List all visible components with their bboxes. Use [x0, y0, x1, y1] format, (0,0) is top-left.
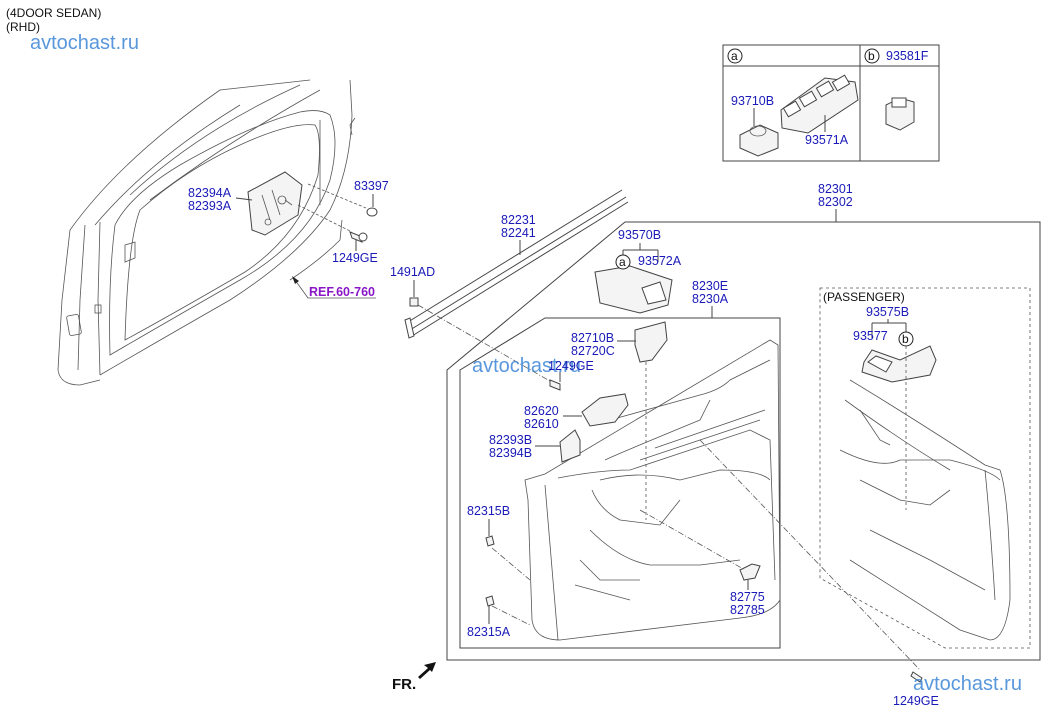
label-82301[interactable]: 82301	[818, 182, 853, 196]
label-93710B[interactable]: 93710B	[731, 94, 774, 108]
label-93577[interactable]: 93577	[853, 329, 888, 343]
label-83397[interactable]: 83397	[354, 179, 389, 193]
label-82720C[interactable]: 82720C	[571, 344, 615, 358]
marker-b-legend	[864, 48, 880, 64]
svg-text:b: b	[868, 49, 875, 63]
grommet-83397	[366, 207, 378, 217]
label-8230E[interactable]: 8230E	[692, 279, 728, 293]
bolt-1249GE-bottom	[910, 671, 923, 683]
legend-box: a b	[722, 44, 940, 162]
passenger-box-title: (PASSENGER)	[823, 290, 905, 304]
label-82315B[interactable]: 82315B	[467, 504, 510, 518]
main-assembly-box	[446, 221, 1041, 661]
weatherstrip-drawing	[404, 189, 629, 339]
label-82610[interactable]: 82610	[524, 417, 559, 431]
svg-text:a: a	[619, 255, 626, 269]
svg-text:b: b	[902, 332, 909, 346]
ref-60-760-link[interactable]: REF.60-760	[309, 285, 375, 299]
watermark-bottom: avtochast.ru	[913, 673, 1022, 695]
label-1491AD[interactable]: 1491AD	[390, 265, 435, 279]
label-93572A[interactable]: 93572A	[638, 254, 682, 268]
label-82302[interactable]: 82302	[818, 195, 853, 209]
watermark-middle: avtochast.ru	[472, 355, 581, 377]
window-switch-drawing	[780, 77, 859, 134]
label-1249GE-top[interactable]: 1249GE	[332, 251, 378, 265]
label-82241[interactable]: 82241	[501, 226, 536, 240]
label-93575B[interactable]: 93575B	[866, 305, 909, 319]
door-trim-drawing	[485, 321, 921, 671]
label-82775[interactable]: 82775	[730, 590, 765, 604]
model-label: (4DOOR SEDAN)	[6, 6, 101, 20]
label-93581F[interactable]: 93581F	[886, 49, 929, 63]
watermark-top: avtochast.ru	[30, 32, 139, 54]
mirror-switch-drawing	[739, 124, 779, 157]
label-93571A[interactable]: 93571A	[805, 133, 849, 147]
label-82710B[interactable]: 82710B	[571, 331, 614, 345]
passenger-trim-drawing	[839, 345, 1011, 641]
label-82393A[interactable]: 82393A	[188, 199, 232, 213]
label-82231[interactable]: 82231	[501, 213, 536, 227]
label-82315A[interactable]: 82315A	[467, 625, 511, 639]
svg-text:a: a	[731, 49, 738, 63]
drive-label: (RHD)	[6, 20, 40, 34]
door-frame-drawing	[57, 79, 378, 386]
label-8230A[interactable]: 8230A	[692, 292, 729, 306]
clip-1491AD	[409, 297, 419, 307]
label-1249GE-bottom[interactable]: 1249GE	[893, 694, 939, 708]
label-82394A[interactable]: 82394A	[188, 186, 232, 200]
ref-arrow-icon	[292, 276, 299, 284]
label-82785[interactable]: 82785	[730, 603, 765, 617]
front-arrow-icon	[418, 662, 436, 679]
label-93570B[interactable]: 93570B	[618, 228, 661, 242]
label-1249GE-middle[interactable]: 1249GE	[548, 359, 594, 373]
marker-a-legend	[727, 48, 743, 64]
label-82393B[interactable]: 82393B	[489, 433, 532, 447]
marker-a	[615, 254, 631, 270]
front-direction-label: FR.	[392, 676, 416, 693]
label-82620[interactable]: 82620	[524, 404, 559, 418]
label-82394B[interactable]: 82394B	[489, 446, 532, 460]
